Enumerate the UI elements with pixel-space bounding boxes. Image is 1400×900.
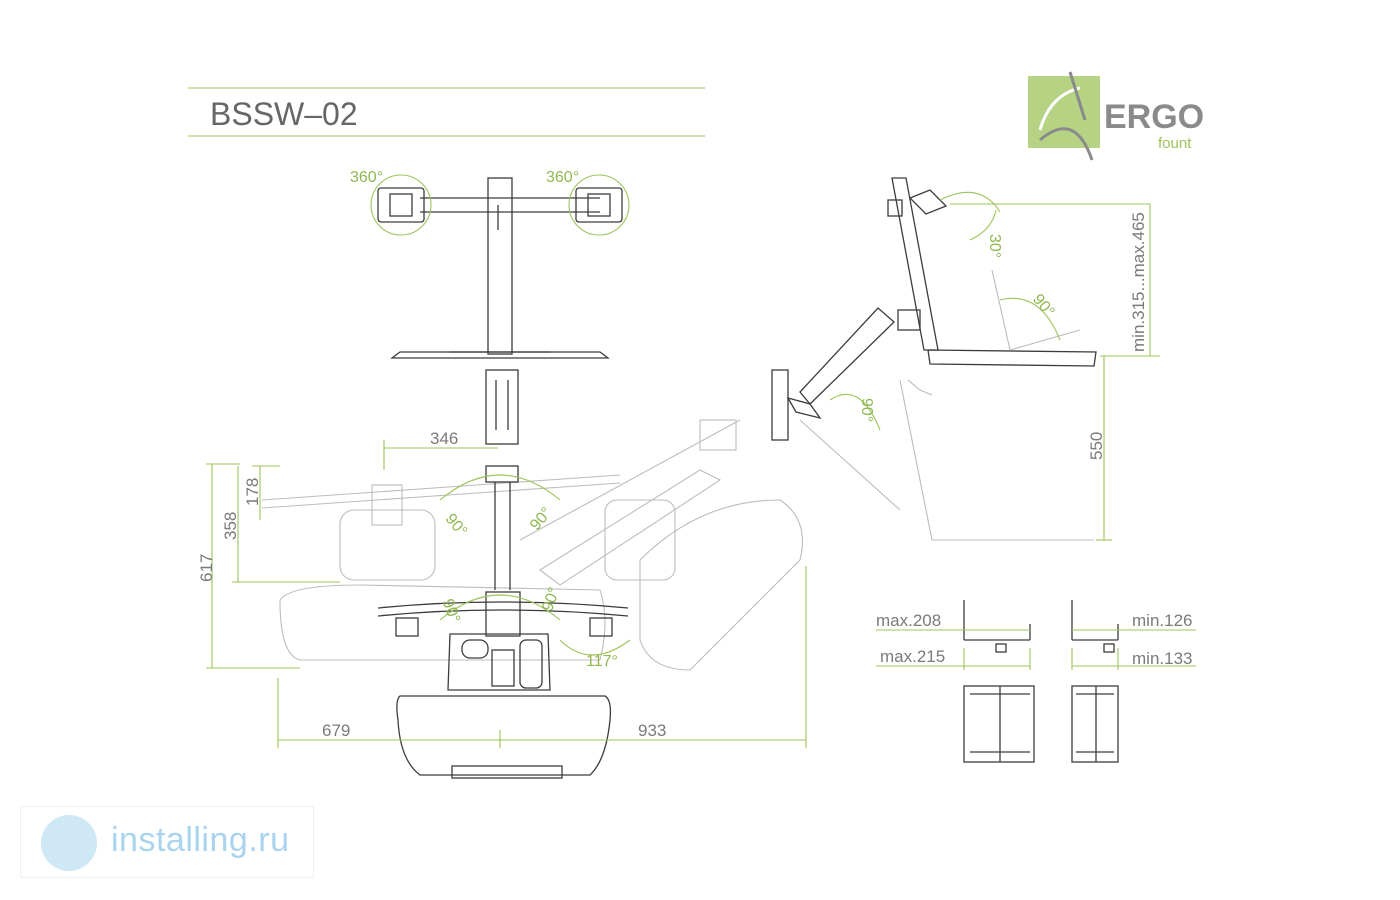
dim-358: 358 <box>221 512 240 540</box>
max-215-label: max.215 <box>880 647 945 666</box>
swing-arc-lower <box>439 594 561 621</box>
shelf-top-view <box>447 633 551 691</box>
logo-subtitle: fount <box>1158 135 1192 152</box>
side-shelf <box>927 349 1097 367</box>
dim-617: 617 <box>197 554 216 582</box>
side-view: 30° 90° 90° <box>771 177 1097 541</box>
angle-90-lower-left: 90° <box>439 597 463 626</box>
vesa-top-left-icon <box>395 617 419 637</box>
side-keyboard-tray <box>771 369 789 441</box>
top-view: 90° 90° 90° 90° 117° <box>377 465 631 779</box>
dim-178: 178 <box>243 478 262 506</box>
top-view-faded <box>261 419 804 671</box>
column-top-cap <box>485 465 519 483</box>
installing-badge-icon <box>41 815 97 871</box>
rotation-left-label: 360° <box>350 169 383 186</box>
vesa-head-left-icon <box>377 187 425 223</box>
rotation-left-arc <box>370 174 432 236</box>
side-angle-90-arm: 90° <box>858 398 875 422</box>
bracket-large-front <box>963 685 1035 763</box>
min-126-label: min.126 <box>1132 611 1192 630</box>
swing-arc-upper <box>439 474 561 501</box>
work-shelf-front <box>390 351 610 359</box>
vesa-top-right-icon <box>589 617 613 637</box>
dim-346: 346 <box>430 429 458 448</box>
front-pole <box>487 177 513 355</box>
dim-933: 933 <box>638 721 666 740</box>
rotation-right-label: 360° <box>546 169 579 186</box>
keyboard-tray-top <box>396 695 612 776</box>
logo-name: ERGO <box>1104 98 1204 136</box>
angle-90-upper-right: 90° <box>527 504 556 533</box>
rotation-right-arc <box>568 174 630 236</box>
angle-117-label: 117° <box>586 653 618 670</box>
bracket-small-front <box>1071 685 1119 763</box>
watermark-text: installing.ru <box>111 821 290 859</box>
angle-90-upper-left: 90° <box>442 511 471 540</box>
min-133-label: min.133 <box>1132 649 1192 668</box>
vesa-head-right-icon <box>575 187 623 223</box>
title-block: BSSW–02 <box>188 87 705 137</box>
model-title: BSSW–02 <box>210 96 358 132</box>
front-view: 360° 360° <box>350 169 630 445</box>
bracket-details: max.208 max.215 min.126 min.133 <box>876 600 1196 763</box>
watermark: installing.ru <box>20 806 314 878</box>
dim-550: 550 <box>1087 432 1106 460</box>
side-angle-90-top: 90° <box>1029 291 1058 320</box>
tilt-30-label: 30° <box>986 234 1003 258</box>
side-keyboard-arm <box>799 307 895 405</box>
swing-arc-117 <box>559 639 631 656</box>
dual-arm-bar <box>377 601 629 609</box>
dim-679: 679 <box>322 721 350 740</box>
side-vesa-icon <box>908 189 948 215</box>
height-range-label: min.315...max.465 <box>1129 212 1148 352</box>
top-view-dimensions: 346 178 358 617 679 933 <box>197 429 807 748</box>
lift-column-front <box>485 369 519 445</box>
max-208-label: max.208 <box>876 611 941 630</box>
side-view-dimensions: min.315...max.465 550 <box>950 203 1160 541</box>
ergofount-logo-icon <box>1028 71 1100 161</box>
